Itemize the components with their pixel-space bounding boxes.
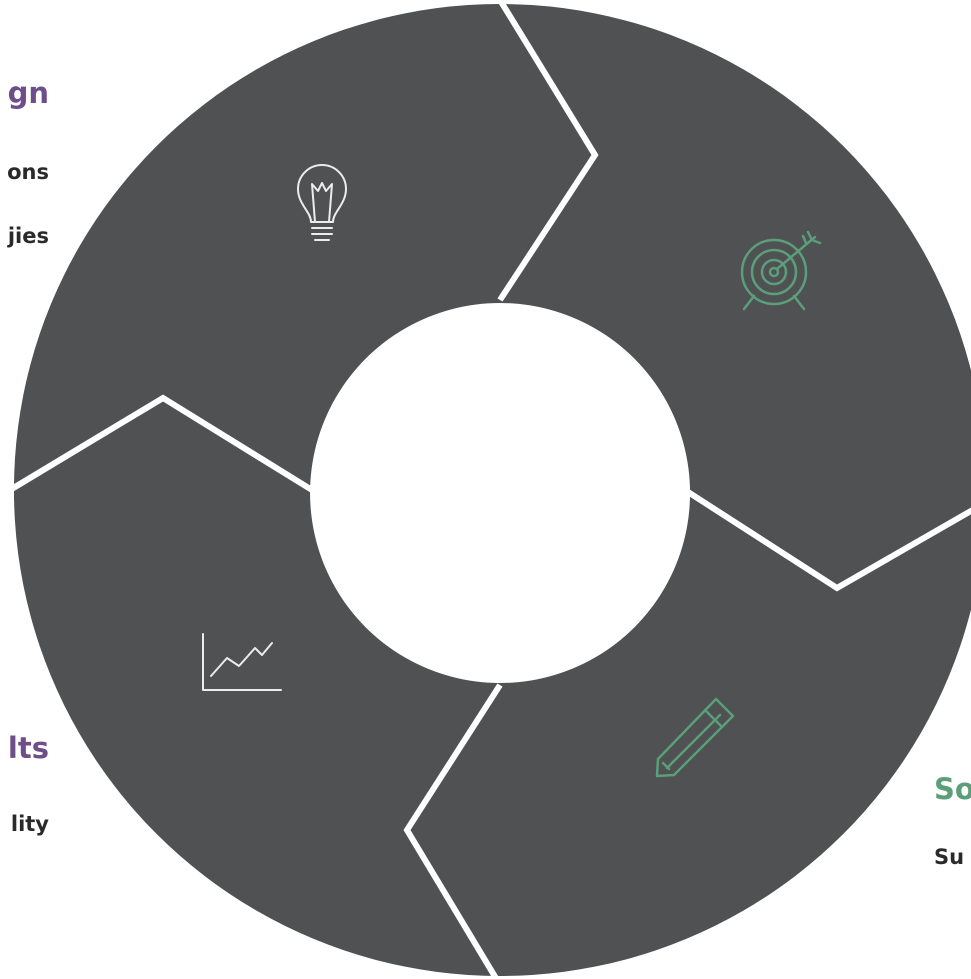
divider-top [497, 0, 599, 302]
solve-heading: So [934, 772, 971, 806]
divider-left [8, 394, 314, 493]
results-heading: lts [7, 731, 49, 765]
results-line-1: lity [10, 812, 49, 836]
design-heading: gn [7, 76, 49, 110]
target-arrow-icon [740, 230, 822, 311]
divider-right [686, 489, 971, 592]
ring [13, 4, 971, 976]
lightbulb-icon [297, 164, 347, 241]
design-line-1: ons [7, 160, 49, 184]
design-line-2: jies [7, 224, 49, 248]
dividers [8, 0, 971, 979]
line-chart-icon [202, 633, 282, 691]
solve-line-1: Su [934, 845, 965, 869]
pencil-icon [655, 697, 735, 778]
divider-bottom [403, 683, 503, 979]
